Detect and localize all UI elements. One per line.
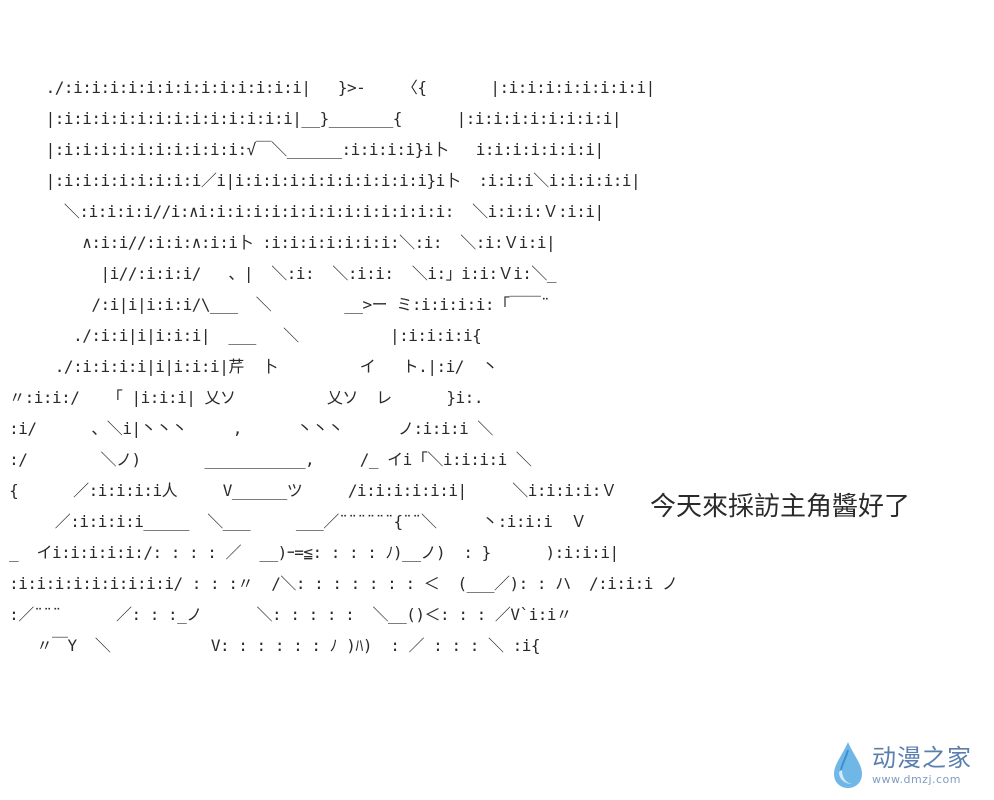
top-blank-margin [0,0,994,76]
water-drop-icon [834,742,862,788]
watermark-url: www.dmzj.com [872,772,961,786]
ascii-art-panel: ./:i:i:i:i:i:i:i:i:i:i:i:i:i| }>- 〈{ |:i… [0,76,994,800]
watermark-text: 动漫之家 www.dmzj.com [872,746,972,785]
ascii-art-drawing: ./:i:i:i:i:i:i:i:i:i:i:i:i:i| }>- 〈{ |:i… [9,78,678,655]
watermark-name: 动漫之家 [872,743,972,772]
speech-text: 今天來採訪主角醬好了 [650,492,911,522]
site-watermark: 动漫之家 www.dmzj.com [830,736,986,794]
